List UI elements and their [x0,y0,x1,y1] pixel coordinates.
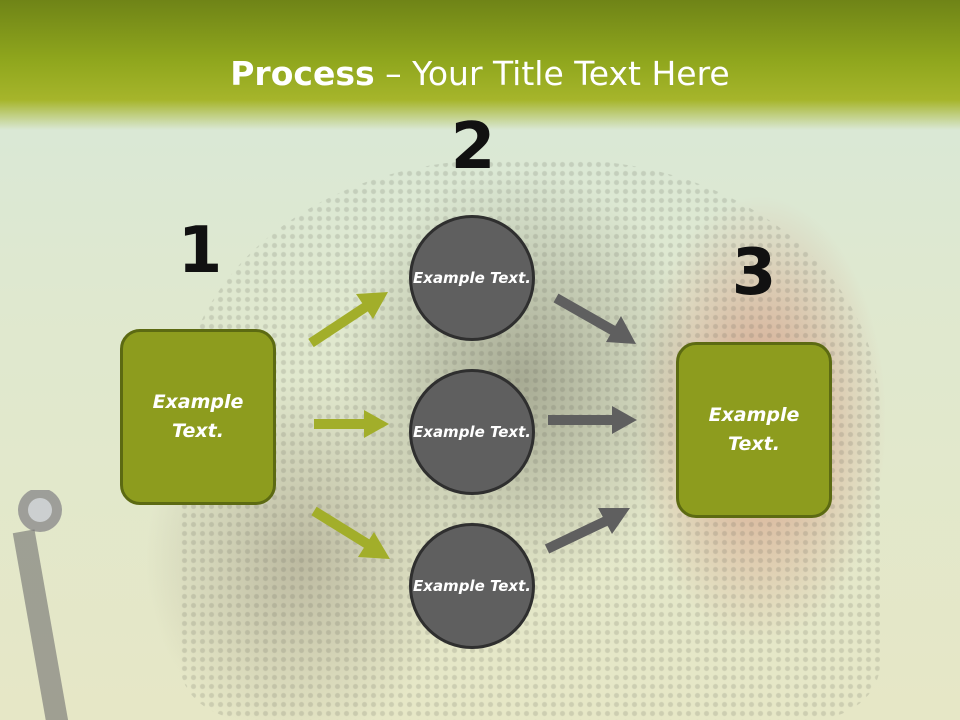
step-number-2: 2 [450,110,496,184]
step-number-1: 1 [177,214,223,288]
title-bold: Process [230,54,375,93]
sword-hilt-image [12,490,70,720]
gray-arrow-straight [548,406,637,434]
green-arrow-up [308,292,388,348]
title-bar [0,0,960,130]
right-box-label: Example Text. [708,404,800,455]
left-box-label: Example Text. [152,391,244,442]
circle-top-label: Example Text. [413,268,531,287]
green-arrow-down [311,506,390,559]
green-arrow-straight [314,410,389,438]
circle-bottom-label: Example Text. [413,576,531,595]
circle-bottom[interactable]: Example Text. [409,523,535,649]
gray-arrow-up [544,508,630,554]
circle-middle[interactable]: Example Text. [409,369,535,495]
circle-middle-label: Example Text. [413,422,531,441]
left-box[interactable]: Example Text. [120,329,276,505]
title-rest: – Your Title Text Here [374,54,730,93]
gray-arrow-down [553,293,636,344]
circle-top[interactable]: Example Text. [409,215,535,341]
step-number-3: 3 [731,236,777,310]
slide-title[interactable]: Process – Your Title Text Here [0,54,960,93]
right-box[interactable]: Example Text. [676,342,832,518]
